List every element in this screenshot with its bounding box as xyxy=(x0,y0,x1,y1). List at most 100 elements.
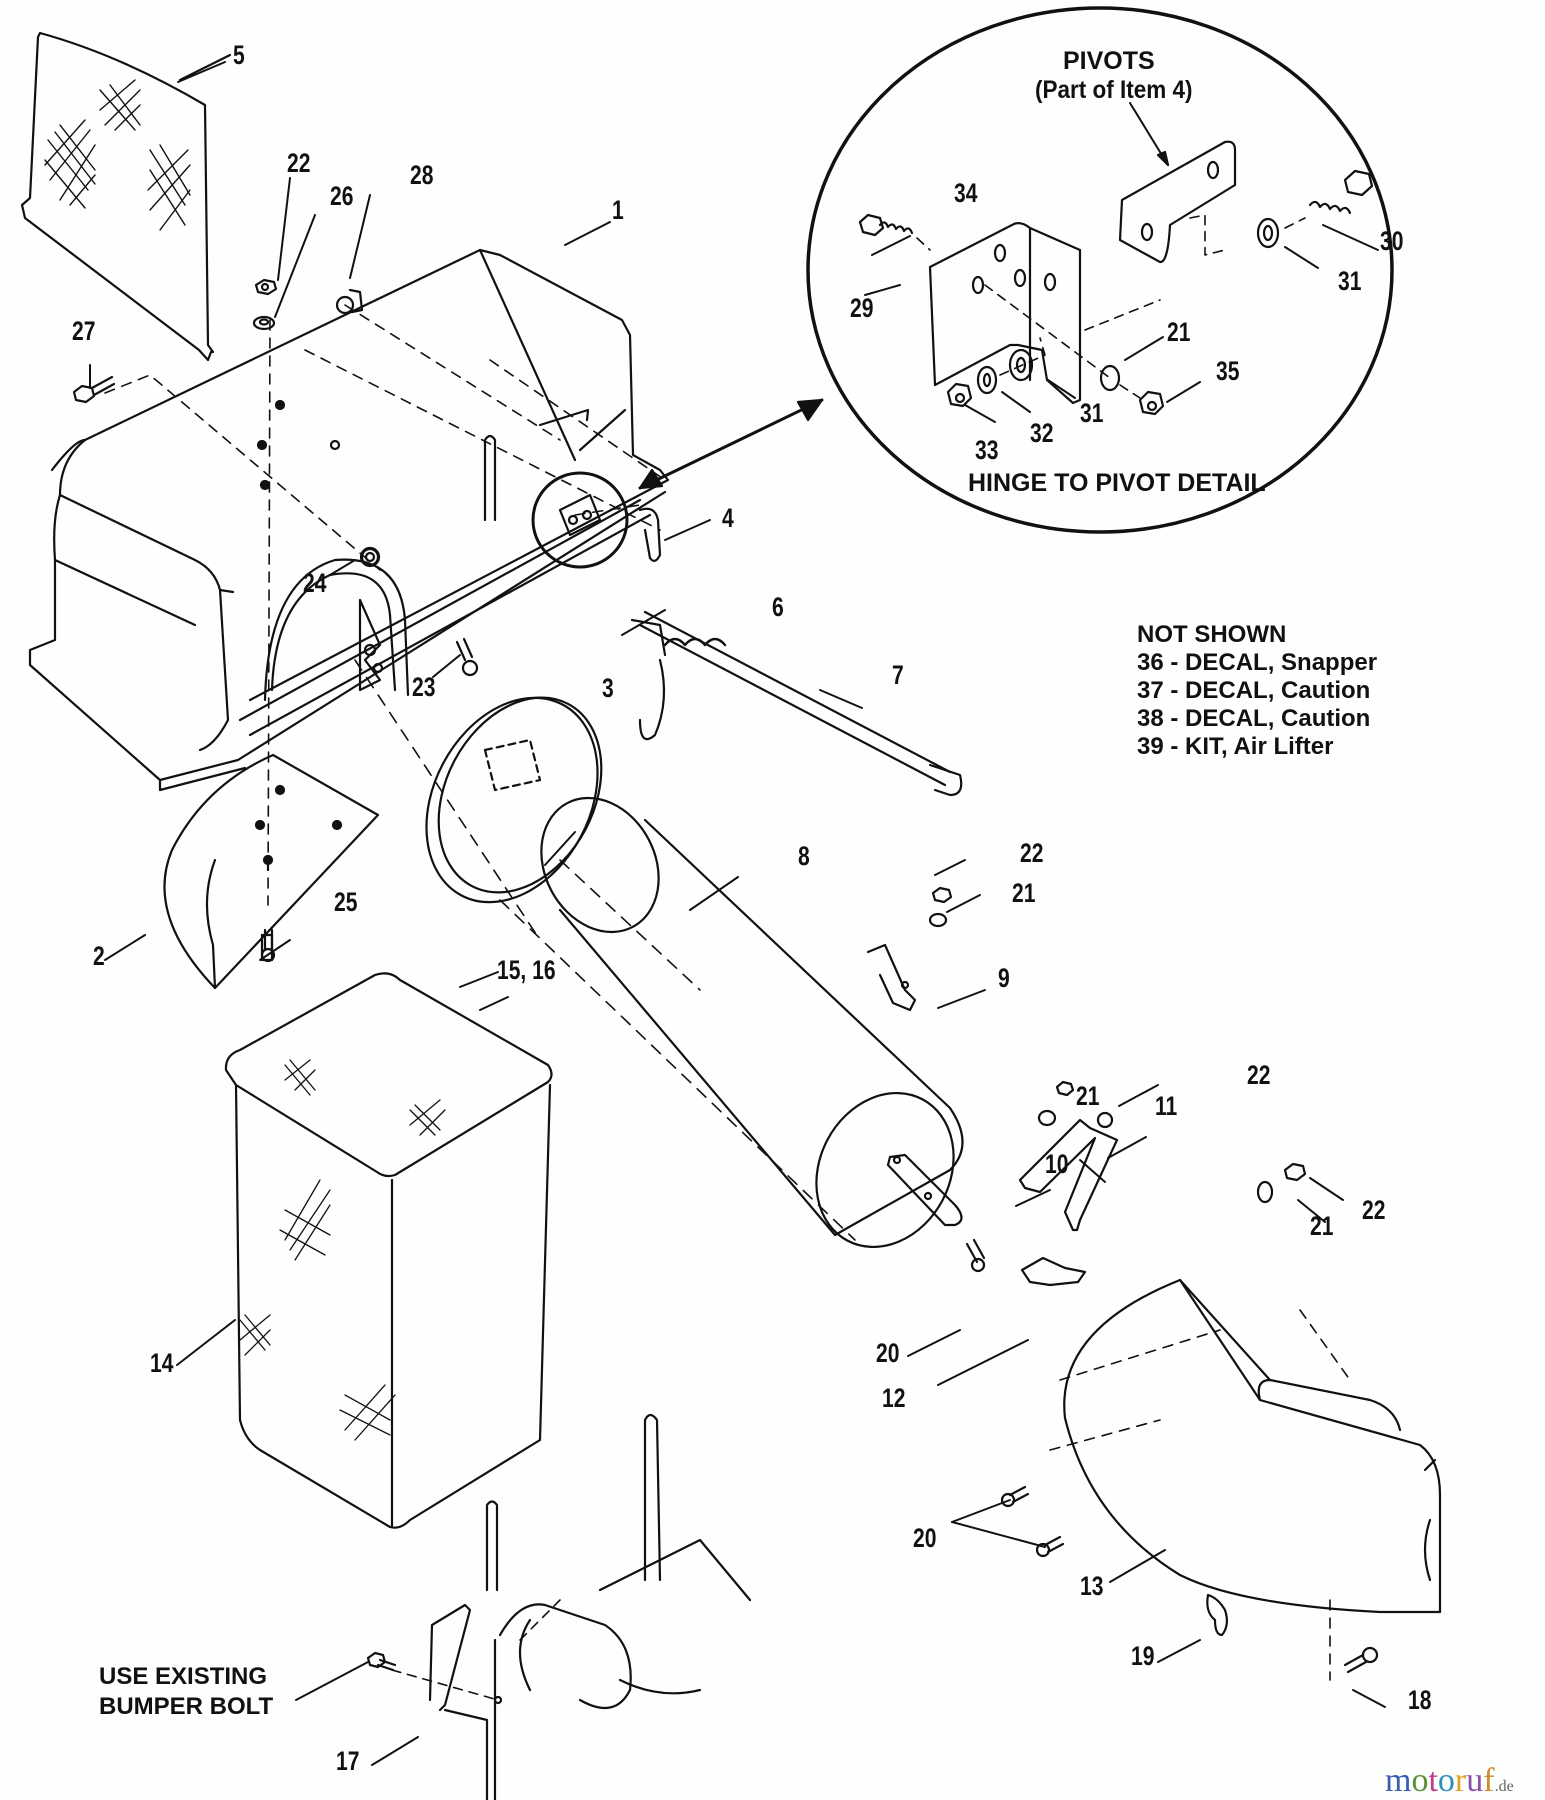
watermark-letter: o xyxy=(1411,1762,1429,1799)
watermark-letter: o xyxy=(1437,1762,1455,1799)
watermark-tld: .de xyxy=(1494,1778,1514,1795)
callout-29: 29 xyxy=(850,293,874,323)
callout-4: 4 xyxy=(722,503,734,533)
part-10-strap xyxy=(886,1153,963,1227)
callout-34: 34 xyxy=(954,178,978,208)
part-6-spring xyxy=(630,618,727,741)
callout-35: 35 xyxy=(1216,356,1240,386)
watermark-letter: m xyxy=(1385,1762,1412,1799)
callout-12: 12 xyxy=(882,1383,906,1413)
callout-32: 32 xyxy=(1030,418,1054,448)
callout-22-right1: 22 xyxy=(1247,1060,1271,1090)
callout-17: 17 xyxy=(336,1746,360,1776)
hinge-detail-title: HINGE TO PIVOT DETAIL xyxy=(968,469,1266,497)
callout-22-top: 22 xyxy=(287,148,311,178)
part-19-wingnut xyxy=(1206,1593,1229,1637)
part-4-pivot xyxy=(1118,140,1237,264)
callout-5: 5 xyxy=(233,40,245,70)
callout-21-right2: 21 xyxy=(1310,1211,1334,1241)
part-25-screw xyxy=(260,928,276,963)
part-33-nut xyxy=(946,382,973,408)
part-21-washer-mid xyxy=(928,912,948,928)
callout-14: 14 xyxy=(150,1348,174,1378)
bumper-bolt-note: USE EXISTING BUMPER BOLT xyxy=(99,1662,273,1722)
callout-19: 19 xyxy=(1131,1641,1155,1671)
callout-25: 25 xyxy=(334,887,358,917)
callout-22-mid: 22 xyxy=(1020,838,1044,868)
part-18-screw xyxy=(1343,1646,1379,1674)
part-22-nut-top xyxy=(254,278,278,296)
callout-7: 7 xyxy=(892,660,904,690)
callout-21-mid: 21 xyxy=(1012,878,1036,908)
part-bumper-bolt xyxy=(366,1651,397,1672)
bumper-note-line1: USE EXISTING xyxy=(99,1663,268,1690)
callout-6: 6 xyxy=(772,592,784,622)
part-17-bumper-bracket xyxy=(391,1413,752,1800)
part-1-hood xyxy=(28,248,670,906)
part-28-grommet xyxy=(335,288,364,315)
callout-31-detail-lower: 31 xyxy=(1080,398,1104,428)
part-11-bracket xyxy=(1018,1111,1119,1232)
part-23-bolt xyxy=(455,637,479,677)
watermark-letter: r xyxy=(1454,1762,1467,1799)
pivots-title: PIVOTS xyxy=(1063,47,1155,75)
part-5-screen xyxy=(20,31,232,362)
part-32-washer xyxy=(976,365,998,395)
part-30-bolt xyxy=(1308,169,1374,215)
part-22-nut-mid xyxy=(931,886,953,904)
callout-24: 24 xyxy=(303,568,327,598)
callout-30: 30 xyxy=(1380,226,1404,256)
watermark-logo: motoruf.de xyxy=(1385,1762,1514,1800)
part-21-lockwasher-detail xyxy=(1099,364,1121,392)
part-8-tube xyxy=(354,659,964,1249)
part-3-clamp-ring xyxy=(425,696,603,904)
not-shown-item: 37 - DECAL, Caution xyxy=(1137,677,1371,704)
pivots-arrow xyxy=(1129,102,1170,167)
part-7-rod xyxy=(638,610,963,797)
callout-3: 3 xyxy=(602,673,614,703)
part-29-bracket xyxy=(928,221,1082,405)
watermark-letter: f xyxy=(1483,1762,1495,1799)
callout-15-16: 15, 16 xyxy=(497,955,556,985)
callout-13: 13 xyxy=(1080,1571,1104,1601)
callout-1: 1 xyxy=(612,195,624,225)
part-9-strap xyxy=(866,943,917,1012)
part-21-washer-right1 xyxy=(1037,1109,1057,1127)
callout-28: 28 xyxy=(410,160,434,190)
callout-10: 10 xyxy=(1045,1149,1069,1179)
callout-33: 33 xyxy=(975,435,999,465)
callout-31-detail-right: 31 xyxy=(1338,266,1362,296)
leader-lines xyxy=(89,61,1386,1766)
watermark-letter: u xyxy=(1466,1762,1484,1799)
callout-11: 11 xyxy=(1155,1091,1178,1121)
part-20-screw-mid xyxy=(965,1238,986,1273)
pivots-subtitle: (Part of Item 4) xyxy=(1035,76,1193,104)
part-21-washer-right2 xyxy=(1256,1180,1274,1204)
not-shown-item: 36 - DECAL, Snapper xyxy=(1137,649,1378,676)
callout-21-detail: 21 xyxy=(1167,317,1191,347)
callout-27: 27 xyxy=(72,316,96,346)
callout-20-lower: 20 xyxy=(913,1523,937,1553)
callout-9: 9 xyxy=(998,963,1010,993)
callout-2: 2 xyxy=(93,941,105,971)
watermark-letter: t xyxy=(1428,1762,1438,1799)
callout-26: 26 xyxy=(330,181,354,211)
part-26-washer xyxy=(252,315,276,331)
callout-22-right2: 22 xyxy=(1362,1195,1386,1225)
part-24-knob xyxy=(359,546,381,568)
part-22-nut-right1 xyxy=(1055,1080,1075,1097)
callout-8: 8 xyxy=(798,841,810,871)
part-12-clip xyxy=(1020,1256,1087,1287)
hinge-detail-circle xyxy=(806,6,1394,534)
not-shown-heading: NOT SHOWN xyxy=(1137,621,1287,648)
callout-20-mid: 20 xyxy=(876,1338,900,1368)
part-13-chute xyxy=(1049,1278,1442,1681)
not-shown-item: 38 - DECAL, Caution xyxy=(1137,705,1371,732)
part-31-washer-a xyxy=(1256,217,1280,249)
part-14-bag xyxy=(224,972,553,1529)
part-20-screws-lower xyxy=(1000,1485,1065,1558)
part-2-deflector xyxy=(163,753,380,990)
part-31-washer-b xyxy=(1008,348,1034,382)
part-27-bolt xyxy=(72,375,116,404)
